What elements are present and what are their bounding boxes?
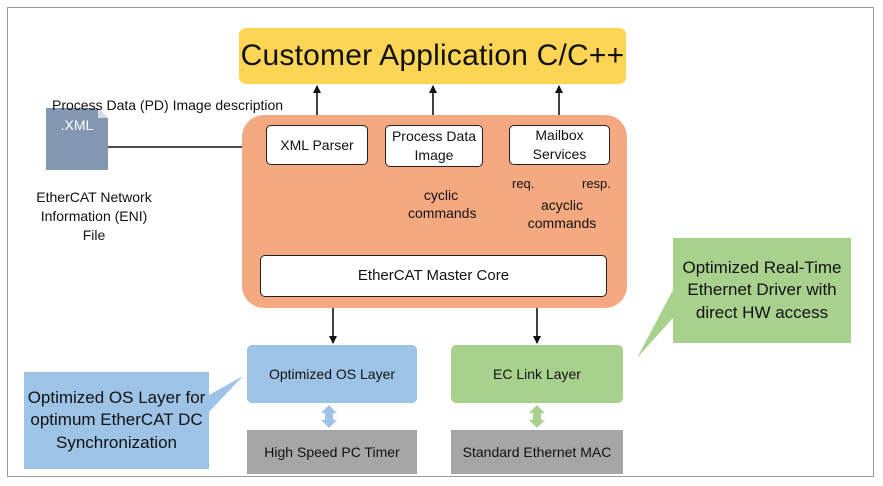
- customer-application-box: Customer Application C/C++: [239, 28, 626, 84]
- master-core-box: EtherCAT Master Core: [260, 255, 607, 297]
- driver-callout: Optimized Real-Time Ethernet Driver with…: [682, 258, 842, 322]
- xml-parser-box: XML Parser: [266, 125, 368, 165]
- link-layer-box: EC Link Layer: [451, 345, 623, 403]
- mailbox-services-box: Mailbox Services: [509, 125, 610, 165]
- diagram-frame: [7, 7, 874, 477]
- pd-image-description-label: Process Data (PD) Image description: [52, 97, 284, 113]
- cyclic-commands-label: cyclic commands: [408, 187, 477, 222]
- xml-file-label: .XML: [60, 117, 94, 133]
- ethernet-mac-box: Standard Ethernet MAC: [451, 430, 623, 474]
- process-data-image-box: Process Data Image: [385, 125, 483, 167]
- req-label: req.: [512, 176, 535, 191]
- pc-timer-box: High Speed PC Timer: [247, 430, 417, 474]
- os-layer-callout: Optimized OS Layer for optimum EtherCAT …: [27, 388, 206, 452]
- os-layer-box: Optimized OS Layer: [247, 345, 417, 403]
- acyclic-commands-label: acyclic commands: [527, 197, 597, 232]
- eni-file-label: EtherCAT Network Information (ENI) File: [36, 189, 152, 243]
- resp-label: resp.: [582, 176, 611, 191]
